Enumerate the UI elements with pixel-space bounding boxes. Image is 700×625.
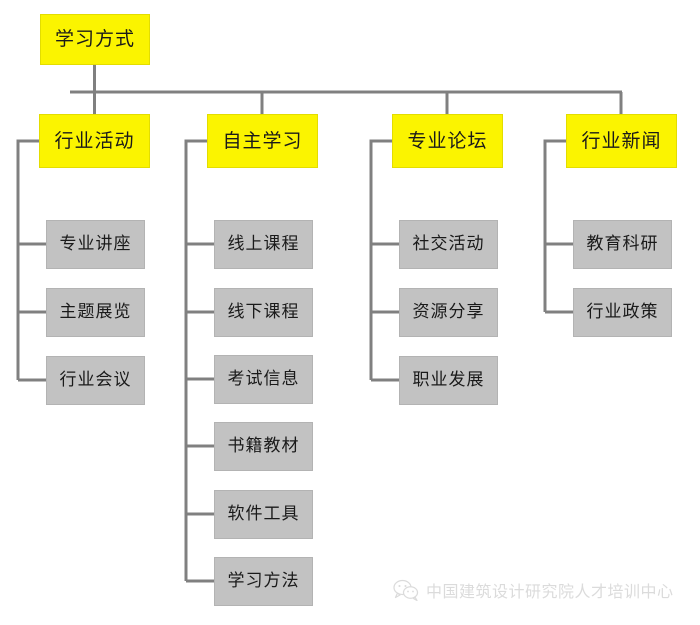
node-branch-professional-forum[interactable]: 专业论坛	[392, 114, 503, 168]
node-root[interactable]: 学习方式	[40, 14, 150, 65]
node-leaf-offline-course[interactable]: 线下课程	[214, 288, 313, 337]
node-leaf-online-course[interactable]: 线上课程	[214, 220, 313, 269]
connector-spine-2	[184, 139, 207, 581]
node-leaf-conference[interactable]: 行业会议	[46, 356, 145, 405]
node-leaf-books[interactable]: 书籍教材	[214, 422, 313, 471]
node-leaf-education-research[interactable]: 教育科研	[573, 220, 672, 269]
node-leaf-software-tools[interactable]: 软件工具	[214, 490, 313, 539]
node-leaf-exam-info[interactable]: 考试信息	[214, 355, 313, 404]
node-leaf-industry-policy[interactable]: 行业政策	[573, 288, 672, 337]
node-leaf-exhibition[interactable]: 主题展览	[46, 288, 145, 337]
watermark: 中国建筑设计研究院人才培训中心	[393, 578, 674, 602]
wechat-icon	[393, 579, 419, 601]
node-leaf-social-events[interactable]: 社交活动	[399, 220, 498, 269]
watermark-text: 中国建筑设计研究院人才培训中心	[426, 582, 674, 601]
node-leaf-study-methods[interactable]: 学习方法	[214, 557, 313, 606]
node-leaf-resource-sharing[interactable]: 资源分享	[399, 288, 498, 337]
node-branch-industry-news[interactable]: 行业新闻	[566, 114, 677, 168]
connector-spine-1	[16, 139, 39, 380]
node-branch-industry-activity[interactable]: 行业活动	[39, 114, 150, 168]
connector-spine-4	[543, 139, 566, 312]
connector-spine-3	[369, 139, 392, 380]
node-leaf-career-development[interactable]: 职业发展	[399, 356, 498, 405]
node-leaf-lecture[interactable]: 专业讲座	[46, 220, 145, 269]
node-branch-self-study[interactable]: 自主学习	[207, 114, 318, 168]
